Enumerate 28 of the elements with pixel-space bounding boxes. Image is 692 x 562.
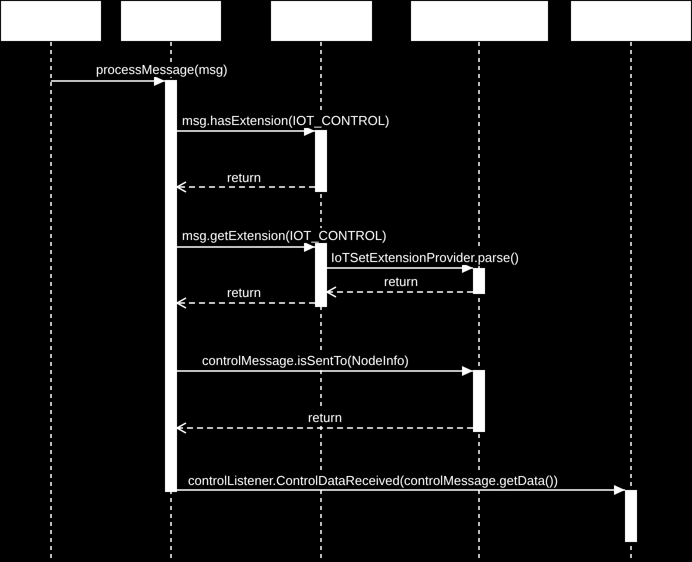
edge-label: IoTSetExtensionProvider.parse() xyxy=(330,250,520,265)
return-arrow xyxy=(176,181,315,193)
activation-bar xyxy=(625,490,637,542)
activation-bar xyxy=(315,243,327,307)
edge-label: processMessage(msg) xyxy=(95,62,228,77)
participant-box xyxy=(120,0,222,42)
edge-label: controlListener.ControlDataReceived(controlMessage.getData()) xyxy=(187,473,559,488)
activation-bar xyxy=(165,80,177,492)
return-arrow xyxy=(176,422,473,434)
message-arrow xyxy=(177,242,315,252)
return-arrow xyxy=(326,286,473,298)
activation-bar xyxy=(315,130,327,192)
participant-box xyxy=(570,0,692,42)
message-arrow xyxy=(177,366,473,376)
participant-box xyxy=(270,0,373,42)
activation-bar xyxy=(473,268,485,294)
message-arrow xyxy=(177,126,315,136)
edge-label: msg.hasExtension(IOT_CONTROL) xyxy=(181,113,390,128)
message-arrow xyxy=(327,263,473,273)
message-arrow xyxy=(177,485,625,495)
participant-box xyxy=(410,0,549,42)
activation-bar xyxy=(473,370,485,432)
return-arrow xyxy=(176,297,315,309)
participant-box xyxy=(0,0,102,42)
edge-label: msg.getExtension(IOT_CONTROL) xyxy=(181,228,388,243)
edge-label: return xyxy=(307,410,343,425)
edge-label: controlMessage.isSentTo(NodeInfo) xyxy=(201,353,410,368)
message-arrow xyxy=(51,76,165,86)
